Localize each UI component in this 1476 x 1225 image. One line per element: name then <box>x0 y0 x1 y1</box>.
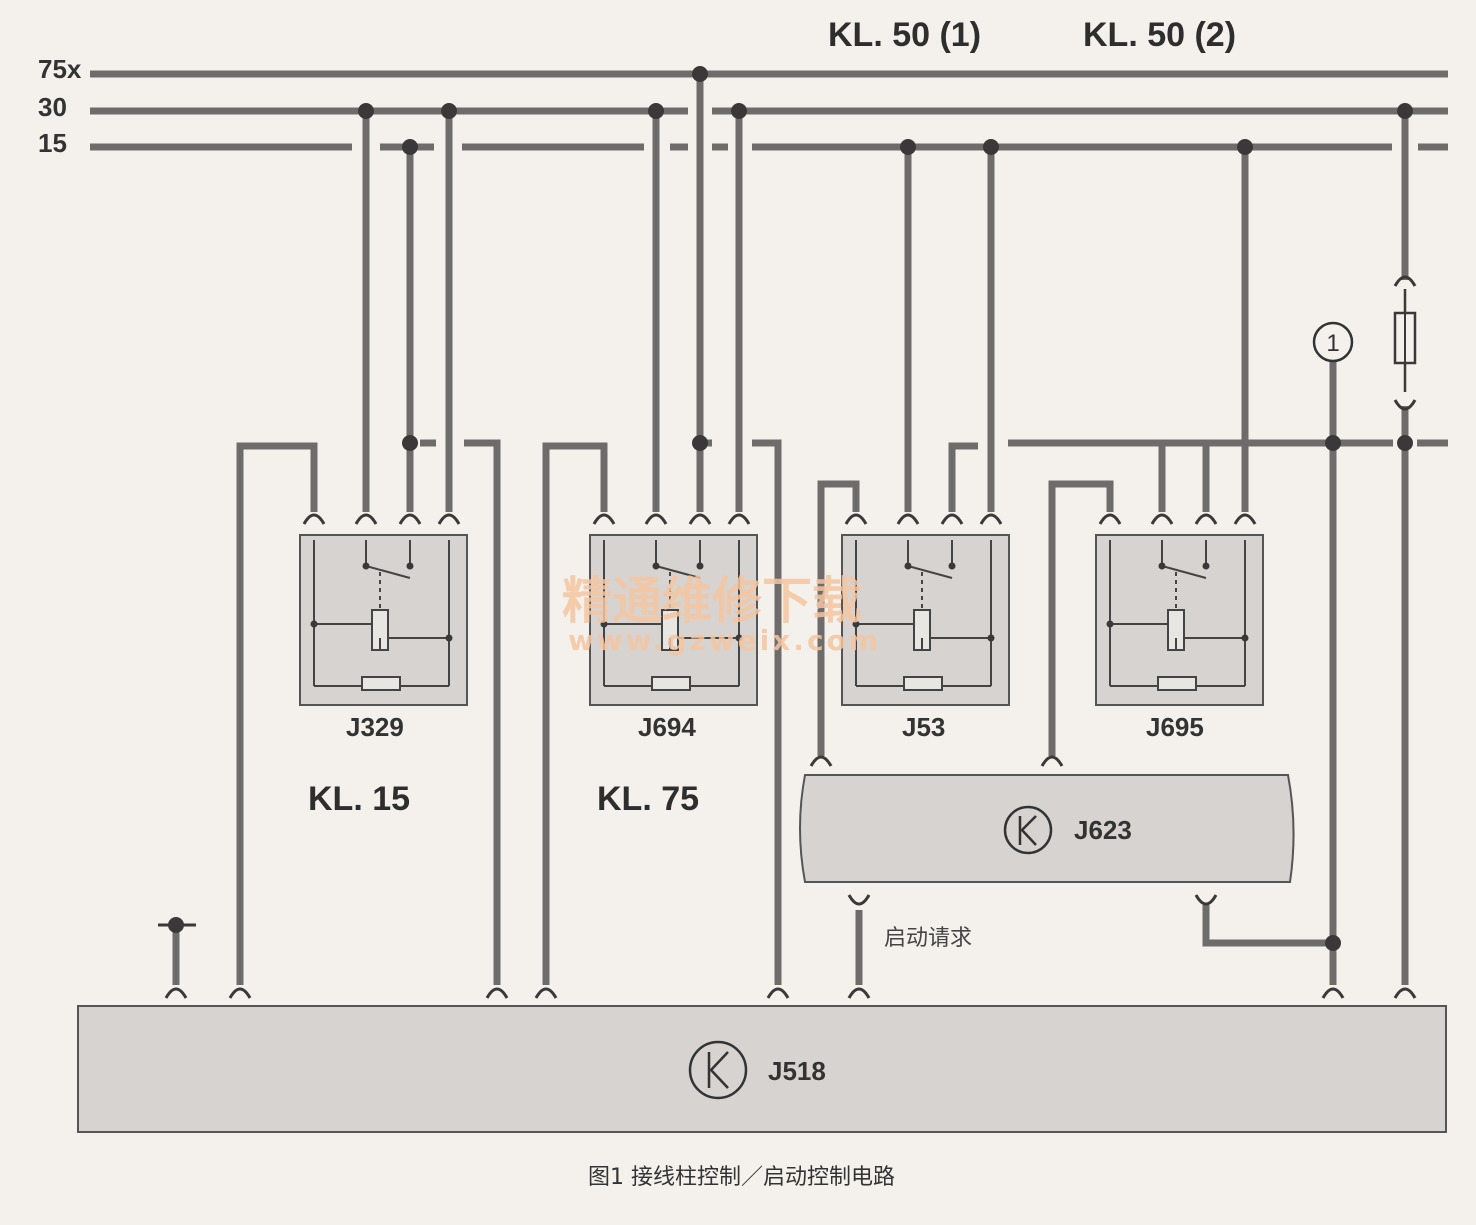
module-label-j518: J518 <box>768 1056 826 1086</box>
figure-caption: 图1 接线柱控制／启动控制电路 <box>588 1165 895 1190</box>
marker-1-label: 1 <box>1326 330 1339 357</box>
marker-1: 1 <box>1312 321 1354 363</box>
relay-label-j694: J694 <box>638 712 696 742</box>
connector-pins <box>164 513 1417 999</box>
relay-schematic <box>1106 540 1249 691</box>
relay-j695: J695 <box>1095 534 1264 742</box>
relay-schematic <box>600 540 743 691</box>
fuse-icon <box>1393 275 1417 411</box>
k-symbol-icon <box>688 1040 748 1100</box>
relay-schematic <box>852 540 995 691</box>
watermark-url: www.gzweix.com <box>568 624 881 657</box>
relay-j329: J329 <box>299 534 468 742</box>
label-kl75: KL. 75 <box>597 780 699 818</box>
bus-label-15: 15 <box>38 128 67 158</box>
relay-schematic <box>310 540 453 691</box>
start-request-label: 启动请求 <box>884 926 972 951</box>
relay-label-j53: J53 <box>902 712 945 742</box>
module-label-j623: J623 <box>1074 815 1132 845</box>
relay-label-j329: J329 <box>346 712 404 742</box>
relay-j694: J694 <box>589 534 758 742</box>
relay-j53: J53 <box>841 534 1010 742</box>
module-j518: J518 <box>77 1005 1447 1133</box>
watermark-text: 精通维修下载 <box>562 572 862 630</box>
junction-dots <box>358 66 1413 951</box>
heading-kl50-2: KL. 50 (2) <box>1083 16 1236 54</box>
heading-kl50-1: KL. 50 (1) <box>828 16 981 54</box>
wiring-traces <box>172 74 1409 985</box>
bus-label-75x: 75x <box>38 54 82 84</box>
ground-icon <box>158 917 196 933</box>
k-symbol-icon <box>1003 805 1053 855</box>
relay-label-j695: J695 <box>1146 712 1204 742</box>
bus-label-30: 30 <box>38 92 67 122</box>
watermark: 精通维修下载 www.gzweix.com <box>562 572 881 657</box>
label-kl15: KL. 15 <box>308 780 410 818</box>
module-j623: J623 <box>799 774 1295 883</box>
